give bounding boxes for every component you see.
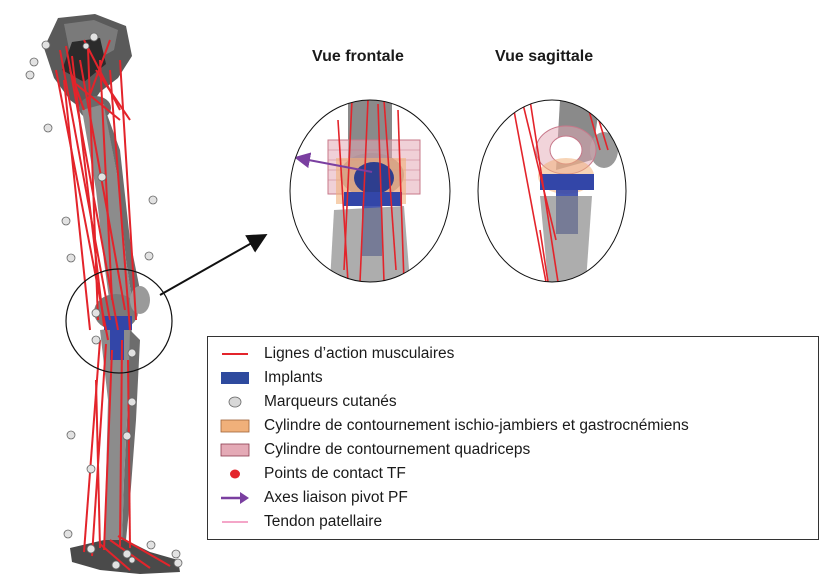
legend-item-quadriceps-cylinder: Cylindre de contournement quadriceps: [220, 439, 530, 461]
legend-item-contact-points: Points de contact TF: [220, 463, 406, 485]
sagittal-view-figure: [478, 100, 626, 282]
grey-ellipse-icon: [220, 391, 264, 413]
pink-rect-icon: [220, 439, 264, 461]
red-line-icon: [220, 343, 264, 365]
frontal-view-figure: [290, 100, 450, 282]
legend-item-pivot-axes: Axes liaison pivot PF: [220, 487, 408, 509]
orange-rect-icon: [220, 415, 264, 437]
purple-arrow-icon: [220, 487, 264, 509]
zoom-arrow: [160, 236, 264, 295]
legend-item-muscle-lines: Lignes d’action musculaires: [220, 343, 454, 365]
red-dot-icon: [220, 463, 264, 485]
legend: Lignes d’action musculaires Implants Mar…: [207, 336, 819, 540]
sagittal-view-title: Vue sagittale: [495, 48, 593, 66]
legend-item-patellar-tendon: Tendon patellaire: [220, 511, 382, 533]
legend-item-markers: Marqueurs cutanés: [220, 391, 397, 413]
legend-item-ischio-cylinder: Cylindre de contournement ischio-jambier…: [220, 415, 689, 437]
legend-item-implants: Implants: [220, 367, 323, 389]
blue-rect-icon: [220, 367, 264, 389]
pink-line-icon: [220, 511, 264, 533]
frontal-view-title: Vue frontale: [312, 48, 404, 66]
